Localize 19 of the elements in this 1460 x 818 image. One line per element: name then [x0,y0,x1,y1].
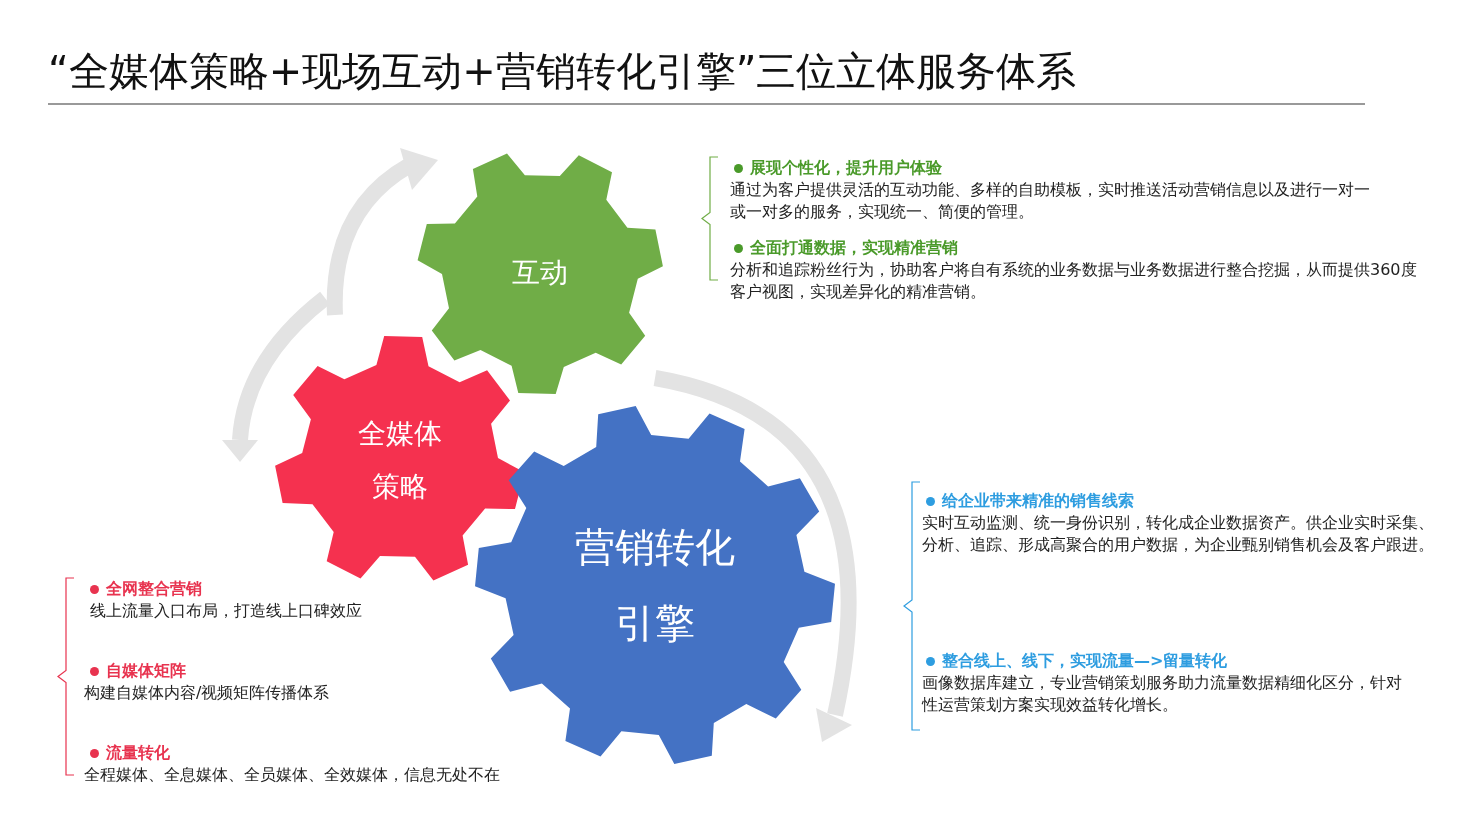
bullet-heading: 给企业带来精准的销售线索 [942,490,1135,512]
bullet-heading: 自媒体矩阵 [106,660,187,682]
title: “全媒体策略+现场互动+营销转化引擎”三位立体服务体系 [48,47,1077,96]
gear-label: 营销转化引擎 [574,523,736,648]
gear-label: 互动 [511,254,569,291]
bullet-heading: 整合线上、线下，实现流量—>留量转化 [942,650,1229,672]
description-text: 线上流量入口布局，打造线上口碑效应 [90,600,363,622]
description-text: 画像数据库建立，专业营销策划服务助力流量数据精细化区分，针对性运营策划方案实现效益转化增长。 [922,672,1403,716]
description-text: 构建自媒体内容/视频矩阵传播体系 [84,682,331,704]
description-text: 实时互动监测、统一身份识别，转化成企业数据资产。供企业实时采集、分析、追踪、形成高聚合的用户数据，为企业甄别销售机会及客户跟进。 [922,512,1435,556]
description-text: 分析和追踪粉丝行为，协助客户将自有系统的业务数据与业务数据进行整合挖掘，从而提供360度客户视图，实现差异化的精准营销。 [730,259,1418,303]
description-text: 全程媒体、全息媒体、全员媒体、全效媒体，信息无处不在 [84,764,501,786]
bullet-heading: 展现个性化，提升用户体验 [750,157,943,179]
bullet-heading: 流量转化 [106,742,171,764]
description-text: 通过为客户提供灵活的互动功能、多样的自助模板，实时推送活动营销信息以及进行一对一或一对多的服务，实现统一、简便的管理。 [730,179,1370,223]
gear-label: 全媒体策略 [357,416,443,506]
bullet-heading: 全网整合营销 [106,578,203,600]
bullet-heading: 全面打通数据，实现精准营销 [750,237,959,259]
gear-node [475,405,835,765]
